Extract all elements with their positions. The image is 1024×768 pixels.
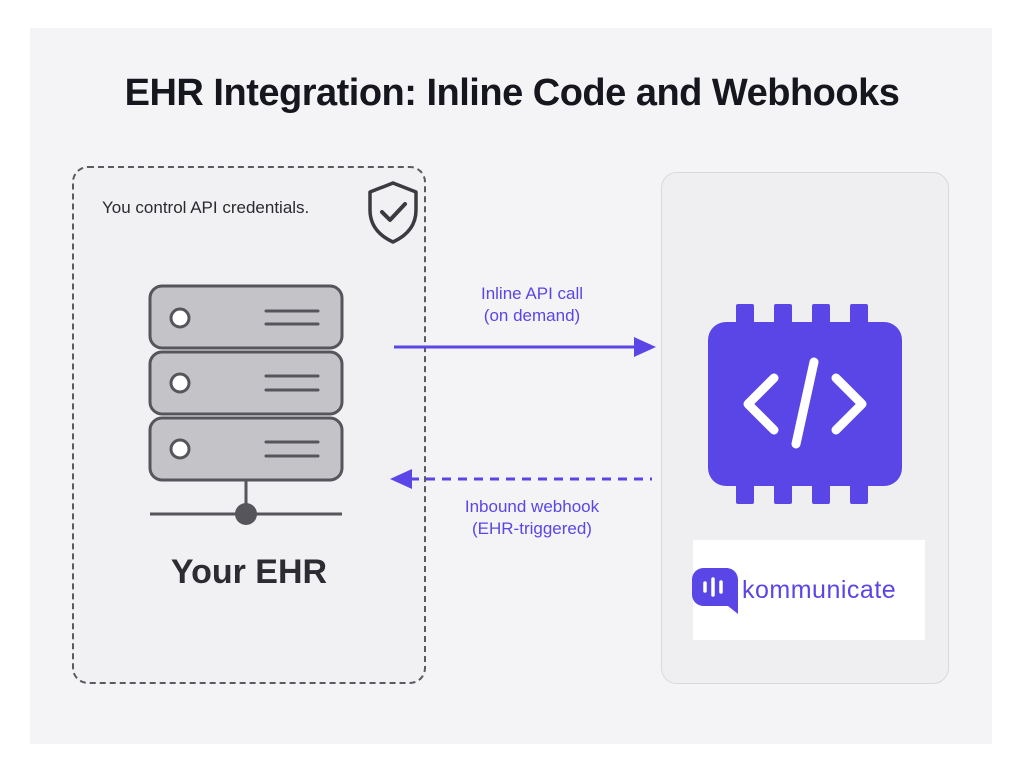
credentials-note: You control API credentials. <box>102 198 310 217</box>
arrows <box>390 337 656 489</box>
shield-check-icon <box>368 181 418 244</box>
server-unit-2 <box>148 350 344 416</box>
server-unit-3 <box>148 416 344 482</box>
kommunicate-brand-name: kommunicate <box>742 576 897 604</box>
outbound-arrow-label: Inline API call (on demand) <box>432 283 632 327</box>
inbound-label-line1: Inbound webhook <box>464 497 600 516</box>
diagram-title: EHR Integration: Inline Code and Webhook… <box>124 72 900 114</box>
outbound-label-line1: Inline API call <box>480 284 584 303</box>
outbound-arrow <box>394 337 656 357</box>
server-unit-1 <box>148 284 344 350</box>
server-stack-icon <box>148 284 344 525</box>
code-chip-icon <box>708 304 902 504</box>
inbound-arrow <box>390 469 652 489</box>
inbound-label-line2: (EHR-triggered) <box>472 519 592 538</box>
kommunicate-logo-icon <box>692 568 738 614</box>
ehr-label: Your EHR <box>170 553 328 591</box>
inbound-arrow-label: Inbound webhook (EHR-triggered) <box>432 496 632 540</box>
outbound-label-line2: (on demand) <box>483 306 581 325</box>
